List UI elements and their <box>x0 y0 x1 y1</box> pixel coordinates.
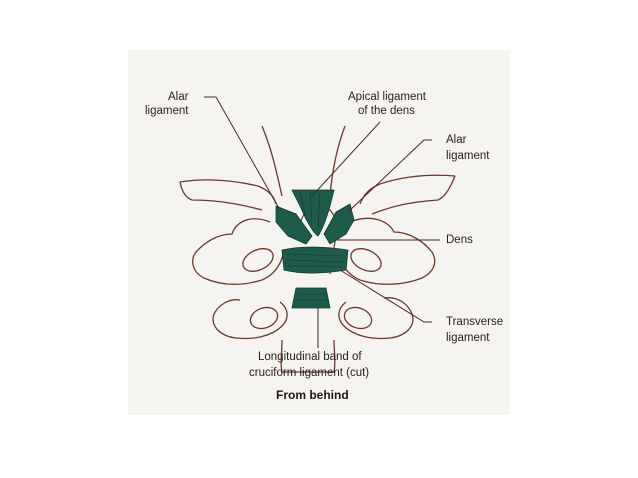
atlas-axis-right <box>337 217 436 340</box>
right-alar-ligament <box>323 203 355 245</box>
label-alar-right-line1: Alar <box>446 134 467 146</box>
label-apical-line2: of the dens <box>358 105 415 117</box>
inferior-longitudinal-band <box>291 287 331 309</box>
atlas-axis-left <box>192 218 336 373</box>
label-alar-left-line2: ligament <box>145 105 189 117</box>
ligament-fibers <box>285 191 345 301</box>
label-longitudinal-line2: cruciform ligament (cut) <box>249 367 370 379</box>
label-dens: Dens <box>446 234 473 246</box>
label-transverse-line1: Transverse <box>446 316 504 328</box>
skull-contour <box>261 125 346 197</box>
label-alar-left-line1: Alar <box>168 91 189 103</box>
leader-lines <box>204 96 440 348</box>
left-alar-ligament <box>275 205 313 245</box>
label-longitudinal-line1: Longitudinal band of <box>258 351 362 363</box>
label-apical-line1: Apical ligament <box>348 91 426 103</box>
label-alar-right-line2: ligament <box>446 150 490 162</box>
ligament-complex <box>275 189 355 309</box>
leader-alar-right <box>347 139 432 213</box>
leader-apical <box>311 121 381 197</box>
figure-caption: From behind <box>276 388 349 402</box>
label-transverse-line2: ligament <box>446 332 490 344</box>
leader-transverse <box>339 269 432 323</box>
leader-alar-left <box>204 96 281 211</box>
superior-longitudinal-band <box>291 189 335 237</box>
